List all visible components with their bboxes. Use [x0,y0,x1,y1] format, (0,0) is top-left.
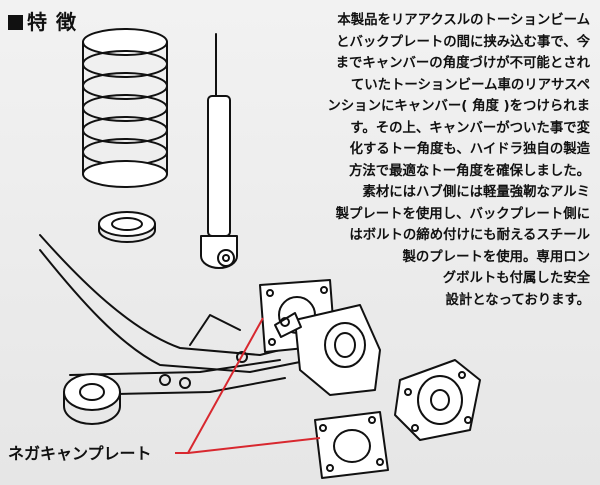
shock-absorber-icon [200,33,238,269]
description-line: ていたトーションビーム車のリアサスペ [350,77,590,93]
feature-description: 本製品をリアアクスルのトーションビーム とバックプレートの間に挟み込む事で、今 … [278,10,590,311]
second-camber-plate-icon [314,411,389,479]
description-line: 化するトー角度も、ハイドラ独自の製造 [349,142,590,157]
description-line: 本製品をリアアクスルのトーションビーム [337,13,590,28]
description-line: ンションにキャンバー( 角度 )をつけられま [327,99,590,114]
description-line: 製プレートを使用し、バックプレート側に [335,206,590,222]
description-line: 設計となっております。 [445,292,590,308]
description-line: はボルトの締め付けにも耐えるスチール [349,228,590,243]
heading-marker-icon [8,15,23,30]
torsion-beam-icon [39,234,301,425]
callout-leader-lines [175,317,321,454]
spring-seat-icon [98,211,156,243]
description-line: 方法で最適なトー角度を確保しました。 [348,163,590,179]
features-heading: 特 徴 [8,6,77,35]
description-line: グボルトも付属した安全 [442,271,590,286]
description-line: す。その上、キャンバーがついた事で変 [350,120,590,136]
description-line: 製のプレートを使用。専用ロン [402,249,590,265]
hub-flange-icon [394,359,481,441]
product-callout-label: ネガキャンプレート [8,444,152,463]
description-line: までキャンバーの角度づけが不可能とされ [335,56,590,71]
heading-title: 特 徴 [27,10,77,34]
hub-carrier-icon [274,304,381,396]
coil-spring-icon [82,28,168,188]
description-line: 素材にはハブ側には軽量強靭なアルミ [362,185,590,200]
description-line: とバックプレートの間に挟み込む事で、今 [336,34,590,50]
